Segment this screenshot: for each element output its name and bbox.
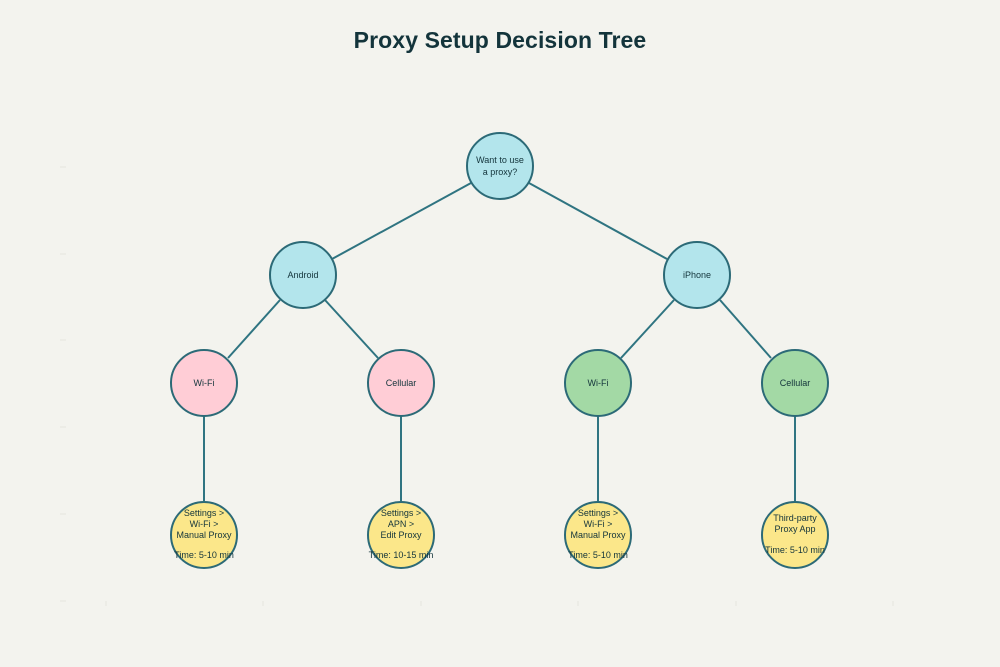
node-label: Wi-Fi > [190, 519, 219, 529]
node-root[interactable]: Want to use a proxy? [466, 132, 534, 200]
edge-iphone-wifi [620, 299, 675, 359]
edges [203, 182, 796, 501]
node-label: Want to use [476, 155, 524, 165]
node-label: Third-party [773, 513, 817, 523]
node-label: Wi-Fi [588, 378, 609, 388]
node-label: Android [287, 270, 318, 280]
edge-android-cellular [324, 299, 379, 359]
node-android-wifi-method[interactable]: Settings > Wi-Fi > Manual Proxy Time: 5-… [170, 501, 238, 569]
diagram-title: Proxy Setup Decision Tree [353, 27, 647, 53]
node-label: Time: 5-10 min [765, 545, 825, 555]
node-label: Cellular [386, 378, 417, 388]
node-label: Manual Proxy [570, 530, 626, 540]
node-label: iPhone [683, 270, 711, 280]
node-label: Time: 5-10 min [568, 550, 628, 560]
node-label: Wi-Fi > [584, 519, 613, 529]
node-label: Proxy App [774, 524, 815, 534]
node-android-wifi[interactable]: Wi-Fi [170, 349, 238, 417]
node-android-cellular[interactable]: Cellular [367, 349, 435, 417]
node-iphone[interactable]: iPhone [663, 241, 731, 309]
node-label: Settings > [578, 508, 618, 518]
edge-android-wifi [227, 299, 281, 359]
node-label: Settings > [184, 508, 224, 518]
axis-ticks [60, 166, 894, 606]
node-iphone-wifi-method[interactable]: Settings > Wi-Fi > Manual Proxy Time: 5-… [564, 501, 632, 569]
node-label: Time: 10-15 min [369, 550, 434, 560]
node-iphone-cellular-method[interactable]: Third-party Proxy App Time: 5-10 min [761, 501, 829, 569]
edge-root-iphone [528, 182, 668, 260]
node-android-cellular-method[interactable]: Settings > APN > Edit Proxy Time: 10-15 … [367, 501, 435, 569]
node-iphone-cellular[interactable]: Cellular [761, 349, 829, 417]
node-label: Manual Proxy [176, 530, 232, 540]
node-iphone-wifi[interactable]: Wi-Fi [564, 349, 632, 417]
edge-iphone-cellular [719, 299, 772, 359]
node-label: Wi-Fi [194, 378, 215, 388]
node-label: Settings > [381, 508, 421, 518]
node-label: a proxy? [483, 167, 518, 177]
node-label: Edit Proxy [380, 530, 422, 540]
node-label: Time: 5-10 min [174, 550, 234, 560]
node-android[interactable]: Android [269, 241, 337, 309]
node-label: Cellular [780, 378, 811, 388]
edge-root-android [331, 182, 472, 260]
node-label: APN > [388, 519, 414, 529]
